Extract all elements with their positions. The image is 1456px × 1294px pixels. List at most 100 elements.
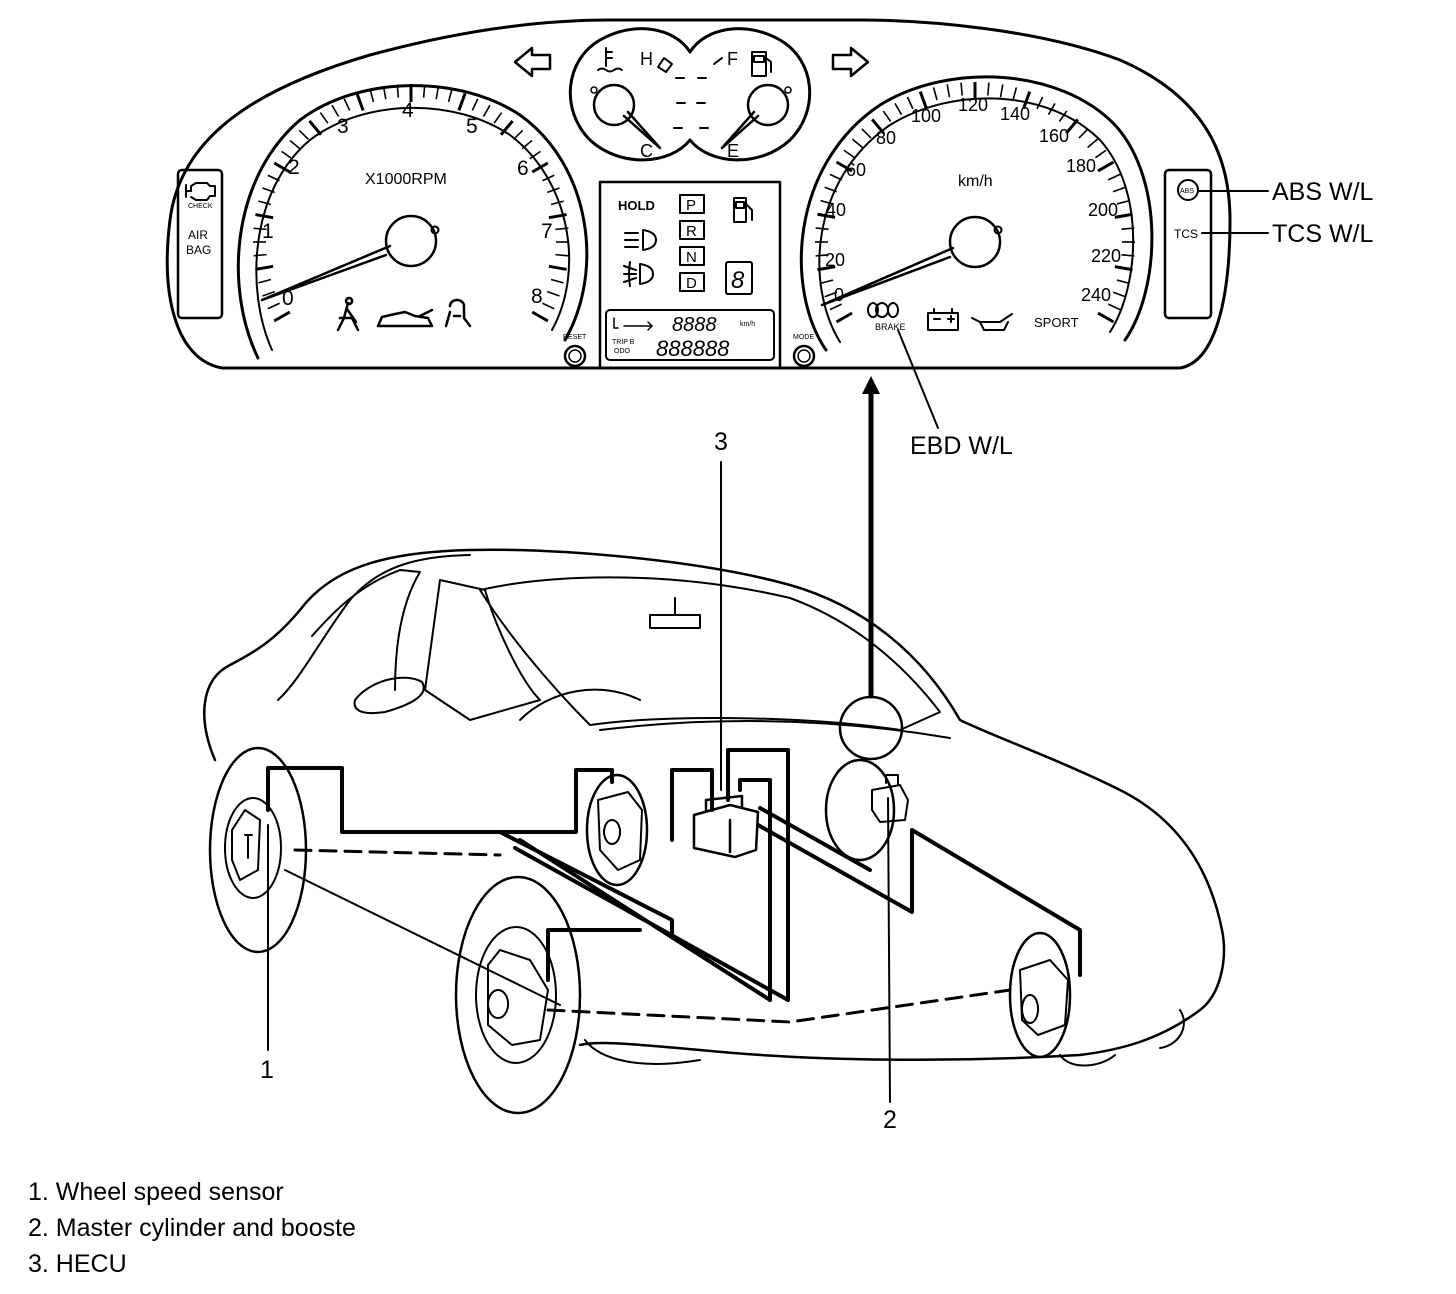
ebd-arrow-head — [862, 376, 880, 394]
car-illustration — [203, 548, 1226, 1115]
tach-tick — [298, 129, 310, 141]
tach-tick — [447, 89, 453, 103]
speed-tick — [1058, 110, 1068, 123]
speed-tick — [1114, 212, 1133, 219]
check-engine-label: CHECK — [188, 203, 213, 210]
brake-line-front-right — [756, 806, 1082, 977]
speed-tick — [960, 82, 963, 96]
speed-tick — [829, 303, 843, 311]
door-open-icon — [376, 308, 434, 328]
speed-tick — [871, 118, 885, 135]
tach-hub — [384, 214, 438, 268]
instrument-cluster: 0 1 2 3 4 5 6 7 8 X1000RPM CHECK AIR BAG — [165, 18, 1232, 370]
hold-label: HOLD — [618, 198, 655, 213]
speed-tick — [817, 212, 836, 219]
speed-tick — [835, 160, 853, 173]
airbag-label-2: BAG — [186, 243, 211, 257]
speed-needle — [820, 246, 955, 307]
reset-button[interactable] — [563, 344, 587, 368]
gear-p: P — [686, 197, 696, 214]
reset-label: RESET — [563, 334, 587, 341]
airbag-label-1: AIR — [188, 228, 208, 242]
side-mirror — [353, 676, 425, 715]
tach-number-7: 7 — [541, 220, 553, 243]
tach-tick — [546, 290, 560, 297]
right-turn-icon — [831, 46, 870, 78]
speed-number-60: 60 — [846, 160, 866, 180]
master-cylinder — [871, 774, 909, 823]
sport-label: SPORT — [1034, 315, 1079, 330]
mode-button[interactable] — [792, 344, 816, 368]
speed-tick — [932, 87, 938, 101]
tach-tick — [531, 310, 549, 323]
tach-tick — [531, 161, 549, 174]
temp-cold-label: C — [640, 141, 653, 161]
tach-tick — [482, 104, 491, 117]
high-beam-icon — [624, 229, 657, 251]
speed-number-200: 200 — [1088, 200, 1118, 220]
mode-label: MODE — [793, 334, 814, 341]
speed-tick — [1121, 227, 1135, 230]
tach-tick — [255, 264, 274, 271]
speed-tick — [1065, 118, 1079, 135]
tach-tick — [289, 139, 301, 150]
tach-tick — [555, 253, 569, 257]
tach-tick — [331, 104, 340, 117]
legend-item-1: 1. Wheel speed sensor — [28, 1178, 284, 1206]
speed-unit: km/h — [958, 173, 993, 190]
temp-fuel-gauges: H C F E — [568, 27, 812, 162]
tach-tick — [542, 302, 555, 310]
tach-tick — [319, 112, 329, 124]
fuel-needle — [720, 110, 760, 150]
brake-line-rear-left — [266, 766, 614, 834]
coolant-temp-icon — [597, 47, 623, 73]
tach-tick — [273, 310, 291, 323]
speed-tick — [1107, 173, 1121, 181]
speed-tick — [1116, 279, 1130, 285]
abs-warning-icon — [1177, 179, 1199, 201]
tach-tick — [457, 93, 467, 111]
speed-tick — [1121, 254, 1135, 257]
speed-tick — [829, 173, 843, 181]
fuel-pump-icon — [751, 51, 772, 77]
brake-warning-icon — [867, 302, 899, 319]
trip-car-icon — [613, 317, 653, 331]
odo-label: ODO — [614, 348, 631, 355]
side-window — [424, 579, 541, 721]
tach-tick — [258, 278, 272, 284]
speed-tick — [882, 110, 892, 123]
speed-tick — [815, 254, 829, 257]
speed-number-220: 220 — [1091, 246, 1121, 266]
tach-tick — [555, 227, 569, 231]
odometer-bottom: 888888 — [656, 336, 730, 361]
tach-tick — [548, 264, 567, 271]
check-engine-icon — [185, 182, 216, 201]
speed-tick — [1097, 311, 1115, 324]
speed-tick — [1078, 128, 1089, 139]
speed-tick — [820, 199, 834, 205]
speed-tick — [1112, 291, 1126, 298]
fuel-hub — [746, 83, 790, 127]
tach-tick — [267, 302, 280, 310]
oil-pressure-icon — [971, 313, 1013, 331]
speed-tick — [1112, 186, 1126, 193]
speed-tick — [1047, 103, 1056, 116]
brake-line-hecu — [670, 748, 790, 1002]
left-turn-icon — [513, 46, 552, 78]
speed-number-20: 20 — [825, 250, 845, 270]
tach-tick — [542, 174, 555, 182]
tcs-warning-label: TCS W/L — [1272, 220, 1373, 248]
speed-tick — [1116, 199, 1130, 205]
fuel-lcd-icon — [733, 197, 753, 223]
odometer-unit: km/h — [740, 321, 755, 328]
speed-tick — [918, 91, 928, 110]
speed-tick — [894, 103, 903, 116]
speed-number-40: 40 — [826, 200, 846, 220]
tach-tick — [262, 187, 276, 194]
abs-icon-text: ABS — [1180, 188, 1194, 195]
callout-1: 1 — [260, 1056, 274, 1084]
gear-r: R — [686, 223, 697, 240]
speed-tick — [835, 311, 853, 324]
tach-tick — [267, 174, 280, 182]
center-panel — [598, 180, 782, 370]
